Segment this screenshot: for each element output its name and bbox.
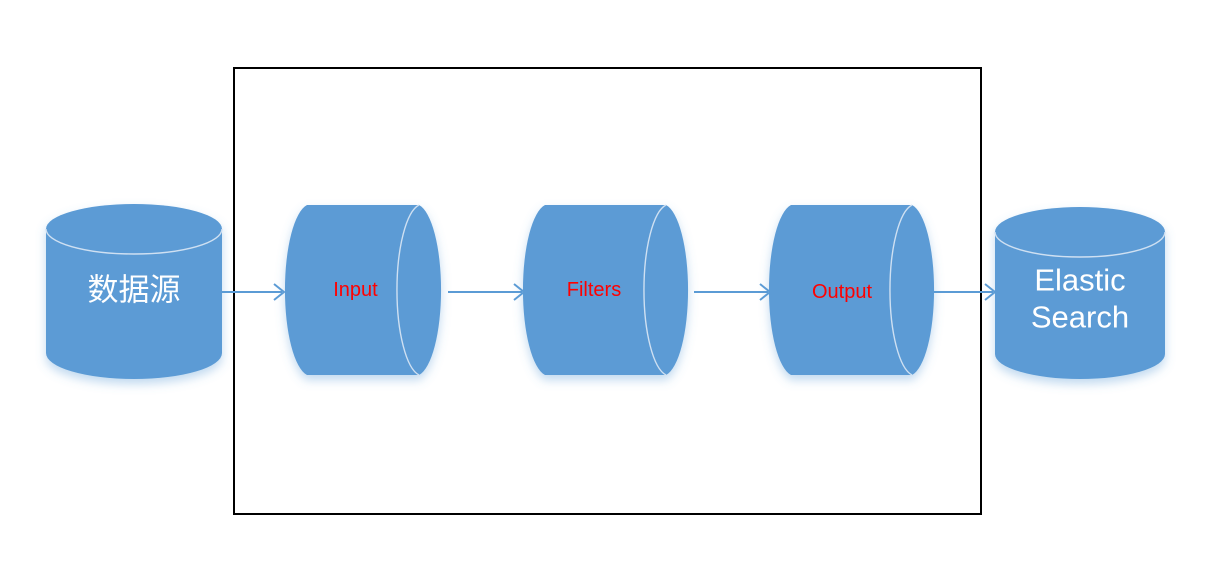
node-elastic-search[interactable]: Elastic Search [994, 206, 1166, 380]
edge-filters-to-output [694, 281, 774, 303]
edge-data-source-to-input [222, 281, 288, 303]
node-input[interactable]: Input [283, 203, 444, 378]
edge-input-to-filters [448, 281, 528, 303]
node-filters[interactable]: Filters [521, 203, 691, 378]
edge-output-to-elastic-search [933, 281, 999, 303]
node-output[interactable]: Output [767, 203, 937, 378]
node-data-source[interactable]: 数据源 [45, 203, 223, 379]
